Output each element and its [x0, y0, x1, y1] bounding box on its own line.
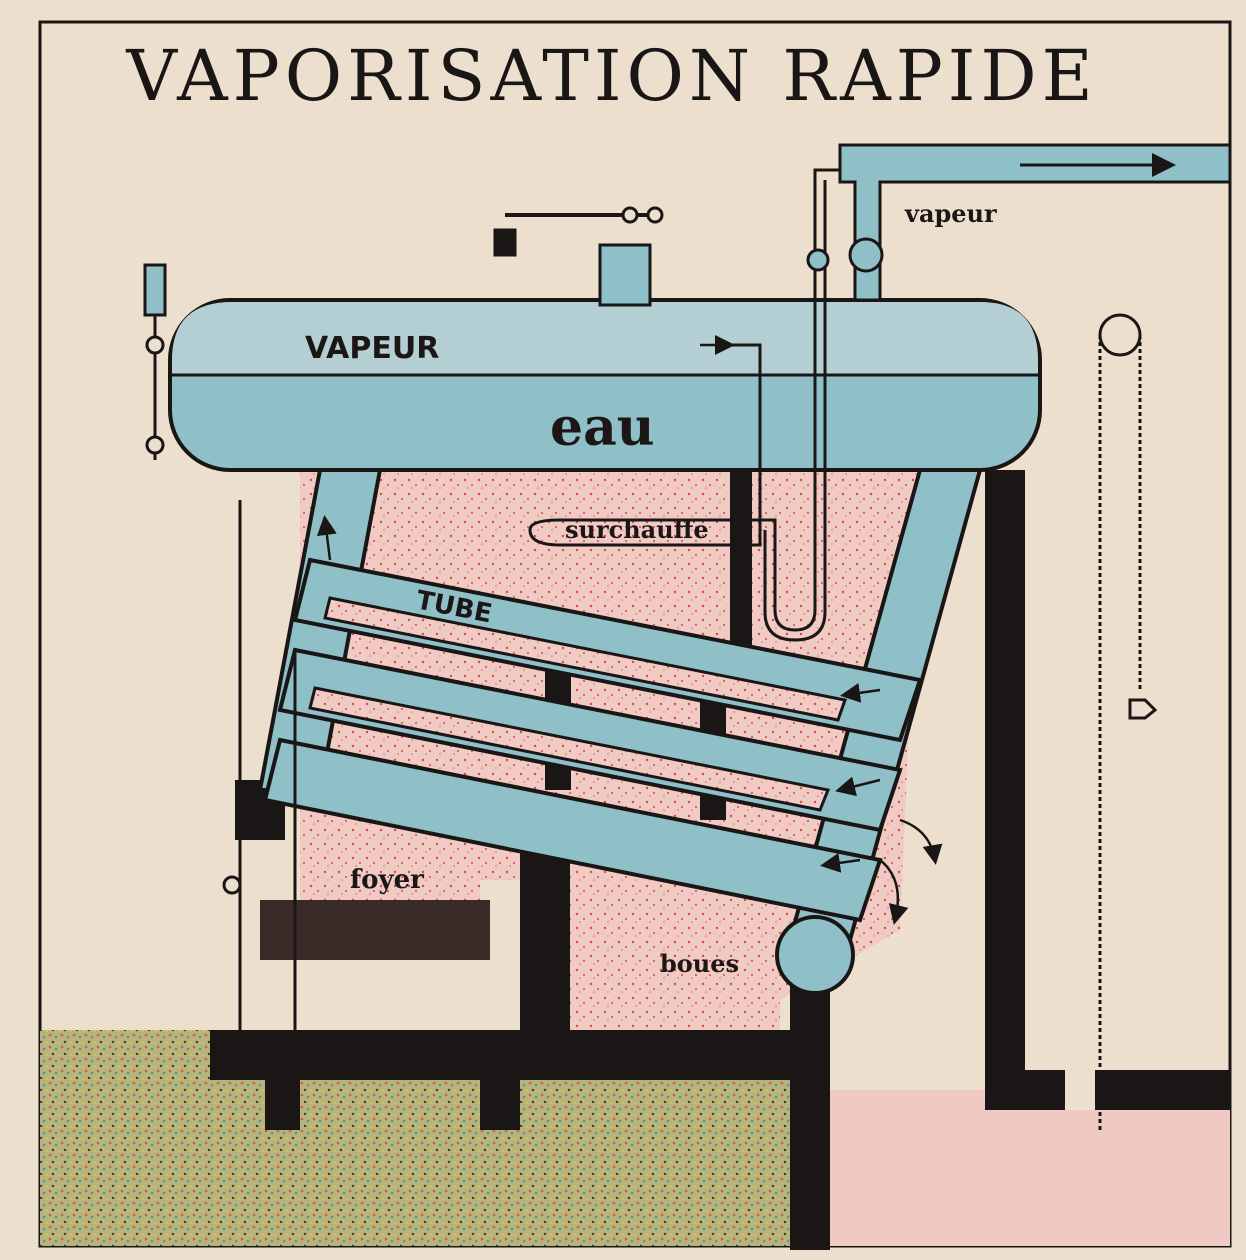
label-foyer: foyer	[350, 865, 424, 895]
chain	[1098, 313, 1158, 1130]
flow-arrows	[316, 335, 943, 925]
label-vapeur-pipe: vapeur	[904, 199, 997, 228]
label-eau: eau	[550, 397, 655, 458]
label-vapeur-drum: VAPEUR	[305, 331, 439, 366]
tube-gaps	[308, 596, 847, 812]
furnace-door	[222, 500, 297, 1030]
water-gauge	[143, 263, 167, 460]
label-surchauffe: surchauffe	[565, 515, 709, 544]
steam-outlet-pipe	[838, 143, 1232, 302]
label-boues: boues	[660, 949, 739, 978]
diagram-title: VAPORISATION RAPIDE	[125, 35, 1097, 117]
safety-valve	[493, 206, 664, 307]
steam-drum	[168, 298, 1042, 472]
superheater-coil	[528, 168, 840, 642]
flue-gas-area	[800, 1090, 1230, 1246]
